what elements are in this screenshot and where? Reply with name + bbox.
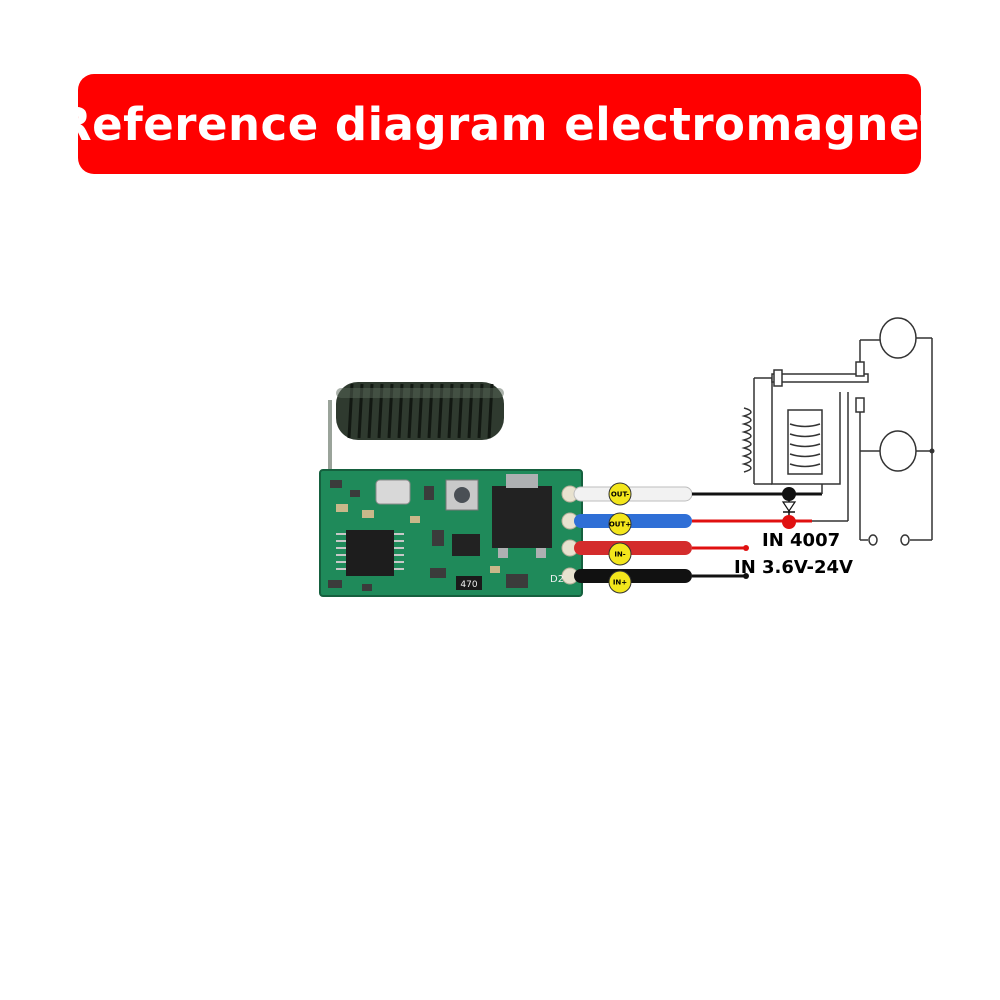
diode-label: IN 4007 xyxy=(762,530,840,551)
in-minus-label: IN- xyxy=(614,551,625,559)
wire-in-minus xyxy=(574,541,749,555)
out-minus-label: OUT- xyxy=(611,491,629,499)
out-plus-dot xyxy=(608,512,632,536)
crystal xyxy=(375,479,411,505)
in-plus-label: IN+ xyxy=(613,579,627,587)
out-plus-label: OUT+ xyxy=(609,521,631,529)
page-title: Reference diagram electromagnet xyxy=(57,97,943,151)
mosfet xyxy=(492,486,552,548)
flyback-diode xyxy=(781,487,797,529)
electromagnet-schematic xyxy=(741,317,933,546)
in-minus-dot xyxy=(608,542,632,566)
decoder-ic xyxy=(346,530,394,576)
in-plus-dot xyxy=(608,570,632,594)
junction-out-plus xyxy=(782,515,796,529)
title-banner: Reference diagram electromagnet xyxy=(57,74,942,174)
spring-antenna xyxy=(328,382,504,478)
wire-in-plus xyxy=(574,569,749,583)
wire-out-minus xyxy=(573,486,822,502)
out-minus-dot xyxy=(608,482,632,506)
junction-out-minus xyxy=(782,487,796,501)
resistor-marking: 470 xyxy=(460,580,477,590)
silk-marking: D2 xyxy=(550,574,564,585)
input-voltage-label: IN 3.6V-24V xyxy=(734,557,853,578)
receiver-module: 470 D2 xyxy=(319,469,583,597)
